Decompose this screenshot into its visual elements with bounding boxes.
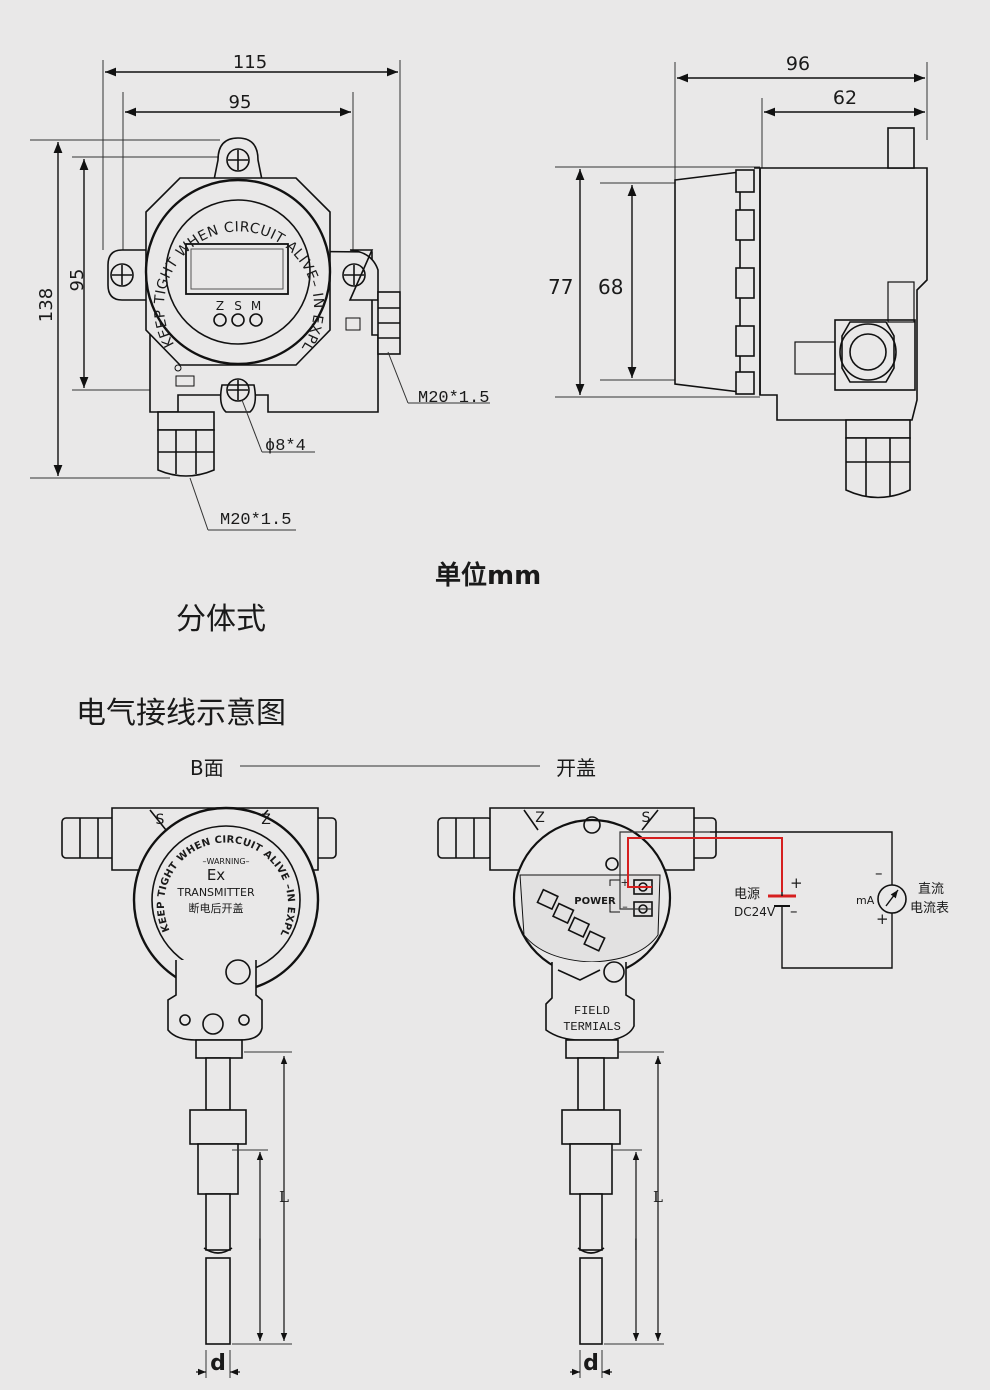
hole-label: ϕ8*4 [265,437,306,456]
split-type-caption: 分体式 [176,602,266,637]
meter-plus: + [876,910,889,928]
b-ring-text: KEEP TIGHT WHEN CIRCUIT ALIVE –IN EXPLOS… [0,0,296,939]
b-face-view [61,806,337,1378]
button-s-label: S [234,299,242,313]
open-diameter-label: d [583,1351,599,1376]
thread-label-right: M20*1.5 [418,389,489,408]
supply-label: 电源 [734,887,760,902]
red-wires [619,831,783,910]
meter-minus: – [875,864,883,882]
unit-caption: 单位mm [435,561,542,591]
dim-width-95: 95 [229,92,252,113]
b-face-labels: –WARNING– Ex TRANSMITTER 断电后开盖 S Z L l d [156,812,289,1376]
supply-voltage: DC24V [734,905,776,919]
front-view [30,60,490,531]
open-z-mark: Z [535,810,545,826]
button-m-label: M [251,299,261,313]
b-z-mark: Z [261,812,271,828]
button-z-label: Z [216,299,224,313]
power-label: POWER [574,896,616,907]
field-label-2: TERMIALS [563,1020,621,1034]
b-s-mark: S [156,812,165,828]
red-wire-plus [627,837,783,892]
open-insert-label: l [634,1236,638,1254]
circuit-labels: 电源 DC24V + – mA – + 直流 电流表 [734,864,949,928]
power-plus: + [620,876,629,889]
open-s-mark: S [642,810,651,826]
dim-depth-62: 62 [833,87,857,109]
open-cover-caption: 开盖 [556,756,596,780]
dim-depth-96: 96 [786,53,810,75]
circuit [619,831,907,969]
supply-plus: + [790,874,803,892]
b-ex-label: Ex [207,866,225,884]
power-minus: – [622,900,628,913]
open-view-labels: POWER + – FIELD TERMIALS Z S L l d [535,810,663,1376]
dim-height-68: 68 [598,275,623,299]
wiring-title: 电气接线示意图 [76,696,286,731]
b-transmitter-label: TRANSMITTER [176,886,255,899]
b-cn-warning-label: 断电后开盖 [189,901,244,915]
open-cover-view [437,807,717,1378]
b-length-label: L [279,1188,289,1206]
front-buttons: Z S M [216,299,261,313]
supply-minus: – [790,902,798,920]
field-label-1: FIELD [574,1004,610,1018]
b-warning-label: –WARNING– [202,857,249,866]
b-diameter-label: d [210,1351,226,1376]
dim-height-138: 138 [36,288,57,322]
open-length-label: L [653,1188,663,1206]
dim-width-115: 115 [233,52,267,73]
meter-label-1: 直流 [918,882,944,897]
dim-height-95: 95 [67,269,88,292]
thread-label-bottom: M20*1.5 [220,511,291,530]
dim-height-77: 77 [548,275,573,299]
side-view [555,62,928,499]
b-insert-label: l [258,1236,262,1254]
meter-unit: mA [856,894,875,907]
meter-label-2: 电流表 [910,901,949,916]
b-face-caption: B面 [190,756,224,780]
